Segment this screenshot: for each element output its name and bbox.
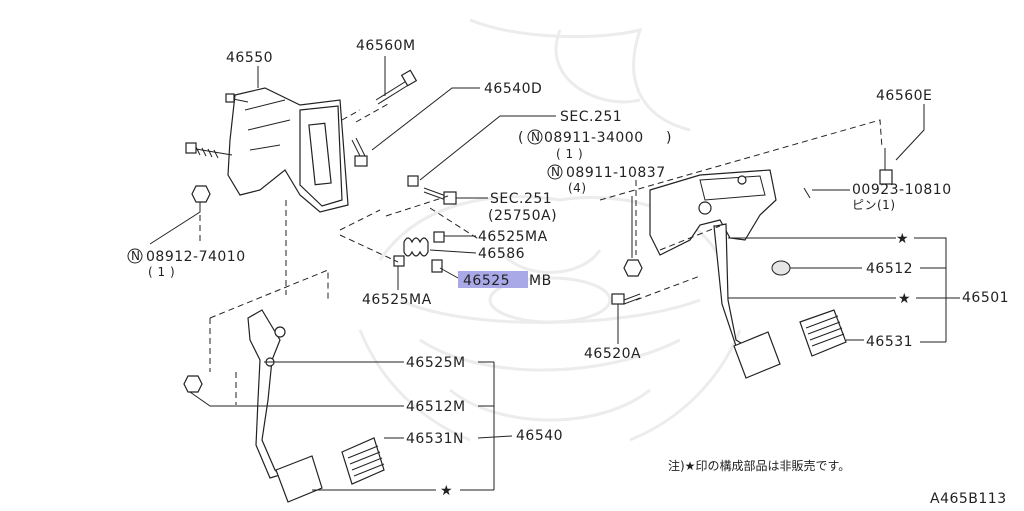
label-46512M: 46512M bbox=[406, 399, 466, 415]
label-sec251-a: SEC.251 bbox=[560, 109, 622, 125]
label-08911-10837: 08911-10837 bbox=[566, 165, 666, 181]
label-46525MB-highlighted: 46525 bbox=[463, 273, 510, 289]
label-46586: 46586 bbox=[478, 246, 525, 262]
n-symbol-circle-b bbox=[547, 164, 563, 180]
label-46501: 46501 bbox=[962, 290, 1009, 306]
label-46531N: 46531N bbox=[406, 431, 464, 447]
spring-46586 bbox=[403, 237, 429, 257]
label-00923-10810: 00923-10810 bbox=[852, 182, 952, 198]
label-25750A: (25750A) bbox=[488, 208, 557, 224]
diagram-id: A465B113 bbox=[930, 491, 1007, 507]
brake-pedal-46501 bbox=[611, 148, 893, 379]
label-46520A: 46520A bbox=[584, 346, 641, 362]
label-sec251-b: SEC.251 bbox=[490, 191, 552, 207]
qty-08912-74010: ( 1 ) bbox=[148, 265, 175, 279]
n-symbol-circle-c bbox=[127, 248, 143, 264]
paren-close-a: ) bbox=[666, 130, 672, 146]
label-46560E: 46560E bbox=[876, 88, 932, 104]
star-marker-3: ★ bbox=[440, 483, 453, 499]
highlight-46525MB bbox=[458, 271, 528, 288]
label-46560M: 46560M bbox=[356, 38, 416, 54]
star-marker-1: ★ bbox=[896, 231, 909, 247]
qty-08911-10837: (4) bbox=[568, 181, 587, 195]
n-symbol-c: N bbox=[131, 249, 140, 263]
clutch-pedal-46540 bbox=[183, 309, 385, 503]
label-46512: 46512 bbox=[866, 261, 913, 277]
bolt-sec251 bbox=[407, 175, 457, 205]
qty-08911-34000: ( 1 ) bbox=[556, 147, 583, 161]
paren-open-a: ( bbox=[518, 130, 524, 146]
bolt-46540D bbox=[351, 137, 368, 167]
label-46531: 46531 bbox=[866, 334, 913, 350]
bracket-46550 bbox=[185, 87, 349, 213]
label-08911-34000: 08911-34000 bbox=[544, 130, 644, 146]
bushing-46525MB bbox=[431, 259, 443, 273]
label-46525MA-upper: 46525MA bbox=[478, 229, 548, 245]
dashed-assembly-lines-left bbox=[199, 103, 481, 405]
footnote-non-sale-parts: 注)★印の構成部品は非販売です。 bbox=[668, 458, 850, 473]
n-symbol-a: N bbox=[531, 130, 540, 144]
star-marker-2: ★ bbox=[898, 291, 911, 307]
label-46540D: 46540D bbox=[484, 81, 542, 97]
qty-00923-10810: ピン(1) bbox=[852, 198, 896, 212]
label-46525M: 46525M bbox=[406, 355, 466, 371]
watermark-emblem bbox=[358, 18, 742, 442]
nut-08912-74010 bbox=[191, 185, 211, 203]
label-08912-74010: 08912-74010 bbox=[146, 249, 246, 265]
n-symbol-b: N bbox=[551, 165, 560, 179]
label-46550: 46550 bbox=[226, 50, 273, 66]
label-46540: 46540 bbox=[516, 428, 563, 444]
bolt-46560M bbox=[375, 69, 418, 105]
n-symbol-circle-a bbox=[527, 129, 543, 145]
label-46525MB-suffix: MB bbox=[529, 273, 552, 289]
label-46525MA-lower: 46525MA bbox=[362, 292, 432, 308]
dashed-assembly-lines-right bbox=[599, 119, 883, 301]
leader-lines bbox=[149, 56, 960, 491]
part-labels: 46550 46560M 46540D SEC.251 ( N 08911-34… bbox=[127, 38, 1009, 507]
bushing-46525MA-upper bbox=[433, 231, 445, 243]
bushing-46525MA-lower bbox=[393, 255, 405, 267]
